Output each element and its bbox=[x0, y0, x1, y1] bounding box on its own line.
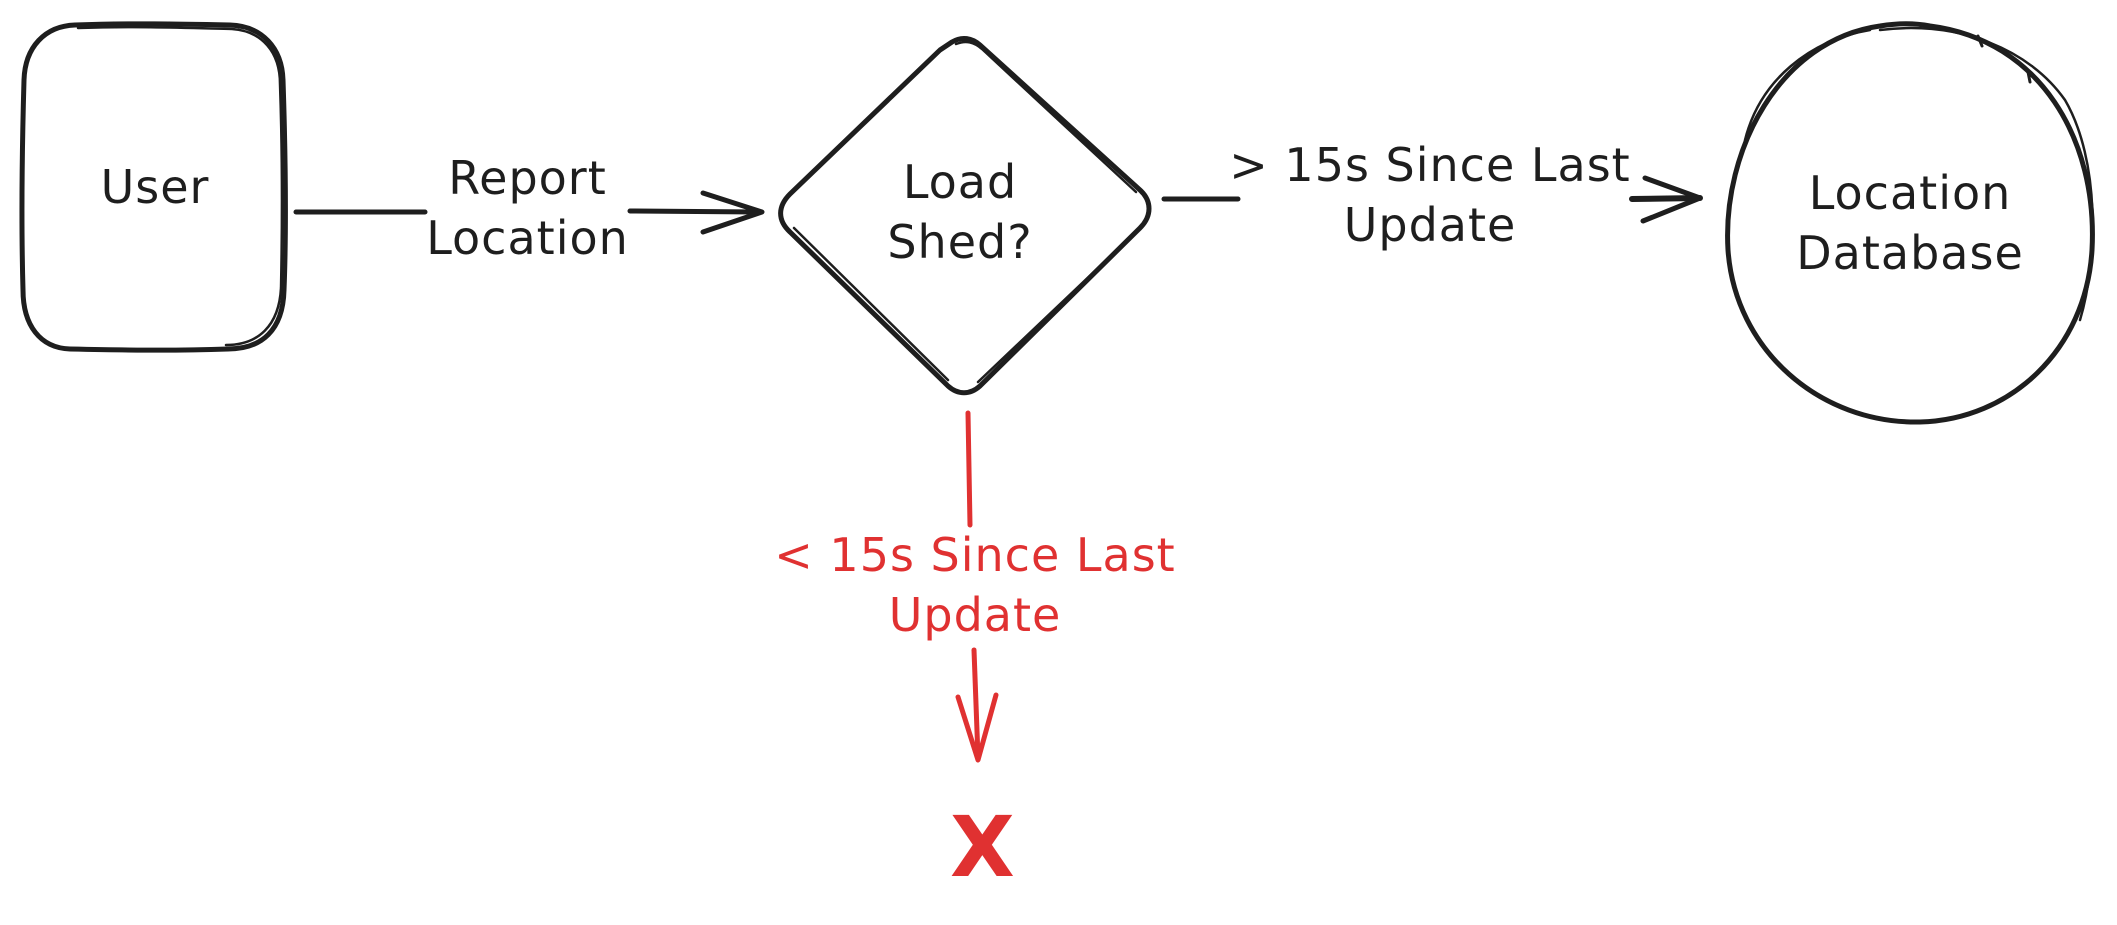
edge-under-label-line2: Update bbox=[888, 588, 1062, 642]
edge-over-15s bbox=[1161, 175, 1703, 224]
edge-over-label-line1: > 15s Since Last bbox=[1229, 138, 1631, 192]
user-node-shape bbox=[19, 21, 288, 353]
edge-over-label-line2: Update bbox=[1343, 198, 1517, 252]
edge-under-label-line1: < 15s Since Last bbox=[774, 528, 1176, 582]
edge-over-arrowhead bbox=[1640, 175, 1703, 224]
database-node-shape bbox=[1725, 21, 2095, 425]
database-label-line2: Database bbox=[1796, 226, 2024, 280]
edge-under-15s bbox=[955, 410, 999, 763]
decision-label-line1: Load bbox=[902, 155, 1018, 209]
edge-report-seg2 bbox=[627, 208, 761, 215]
decision-label-line2: Shed? bbox=[887, 215, 1033, 269]
edge-report-location bbox=[293, 190, 765, 235]
edge-under-seg1 bbox=[965, 410, 973, 528]
edge-under-arrowhead bbox=[955, 692, 999, 763]
decision-node-label: Load Shed? bbox=[860, 152, 1060, 272]
edge-under-seg2 bbox=[971, 647, 981, 761]
edge-report-label: Report Location bbox=[400, 148, 655, 268]
user-label-text: User bbox=[100, 160, 210, 214]
database-node-label: Location Database bbox=[1760, 163, 2060, 283]
edge-report-arrowhead bbox=[700, 190, 765, 235]
database-node bbox=[1725, 21, 2095, 425]
edge-over-seg2 bbox=[1629, 195, 1703, 202]
edge-under-label: < 15s Since Last Update bbox=[770, 525, 1180, 645]
edge-report-label-line1: Report bbox=[448, 151, 607, 205]
edge-over-label: > 15s Since Last Update bbox=[1225, 135, 1635, 255]
dropped-x-text: X bbox=[950, 798, 1015, 896]
decision-node-shape bbox=[778, 35, 1152, 396]
edge-report-label-line2: Location bbox=[426, 211, 629, 265]
user-node bbox=[19, 21, 288, 353]
user-node-label: User bbox=[60, 157, 250, 217]
decision-node bbox=[778, 35, 1152, 396]
database-label-line1: Location bbox=[1808, 166, 2012, 220]
dropped-x-icon: X bbox=[950, 805, 1015, 889]
